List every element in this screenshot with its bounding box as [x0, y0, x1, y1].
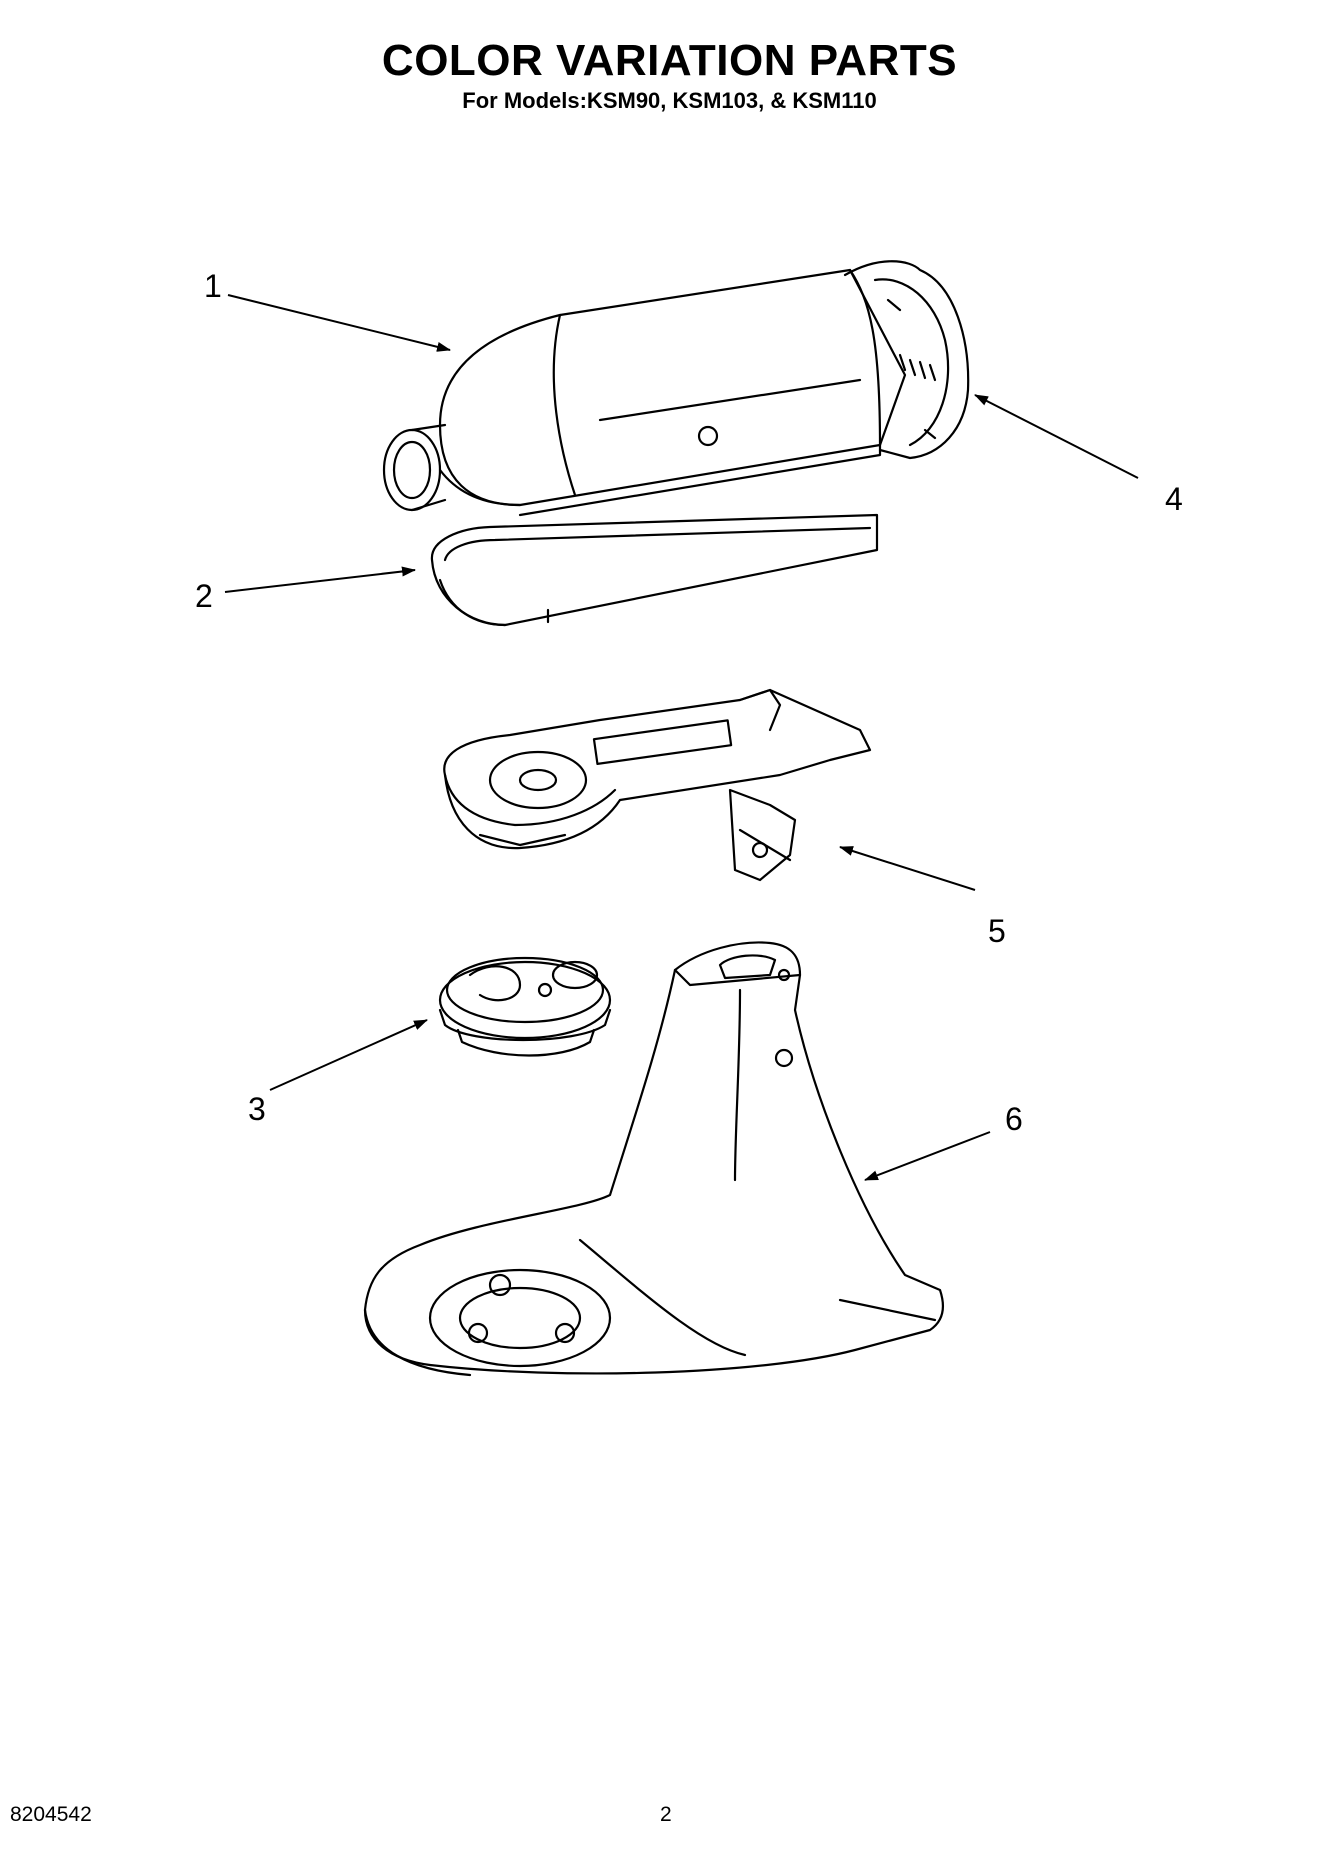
- part-motor-housing: [382, 268, 907, 517]
- part-planetary-cover: [438, 956, 612, 1057]
- callout-1: 1: [204, 268, 222, 304]
- leader-1: [227, 294, 451, 352]
- leader-lines: [224, 294, 1139, 1181]
- leader-4: [974, 394, 1139, 479]
- leader-6: [864, 1131, 991, 1181]
- part-pedestal-base: [363, 941, 945, 1377]
- leader-3: [269, 1019, 428, 1091]
- callout-3: 3: [248, 1091, 266, 1127]
- page-number: 2: [660, 1803, 672, 1826]
- model-subtitle: For Models:KSM90, KSM103, & KSM110: [462, 88, 877, 113]
- callout-5: 5: [988, 913, 1006, 949]
- page-title: COLOR VARIATION PARTS: [381, 36, 958, 85]
- leader-2: [224, 566, 416, 593]
- part-rear-cover: [843, 260, 970, 460]
- callout-2: 2: [195, 578, 213, 614]
- document-number: 8204542: [10, 1803, 92, 1826]
- callout-4: 4: [1165, 481, 1183, 517]
- part-gear-housing: [443, 688, 872, 882]
- leader-5: [839, 846, 976, 891]
- callout-6: 6: [1005, 1101, 1023, 1137]
- part-trim-band: [430, 513, 879, 627]
